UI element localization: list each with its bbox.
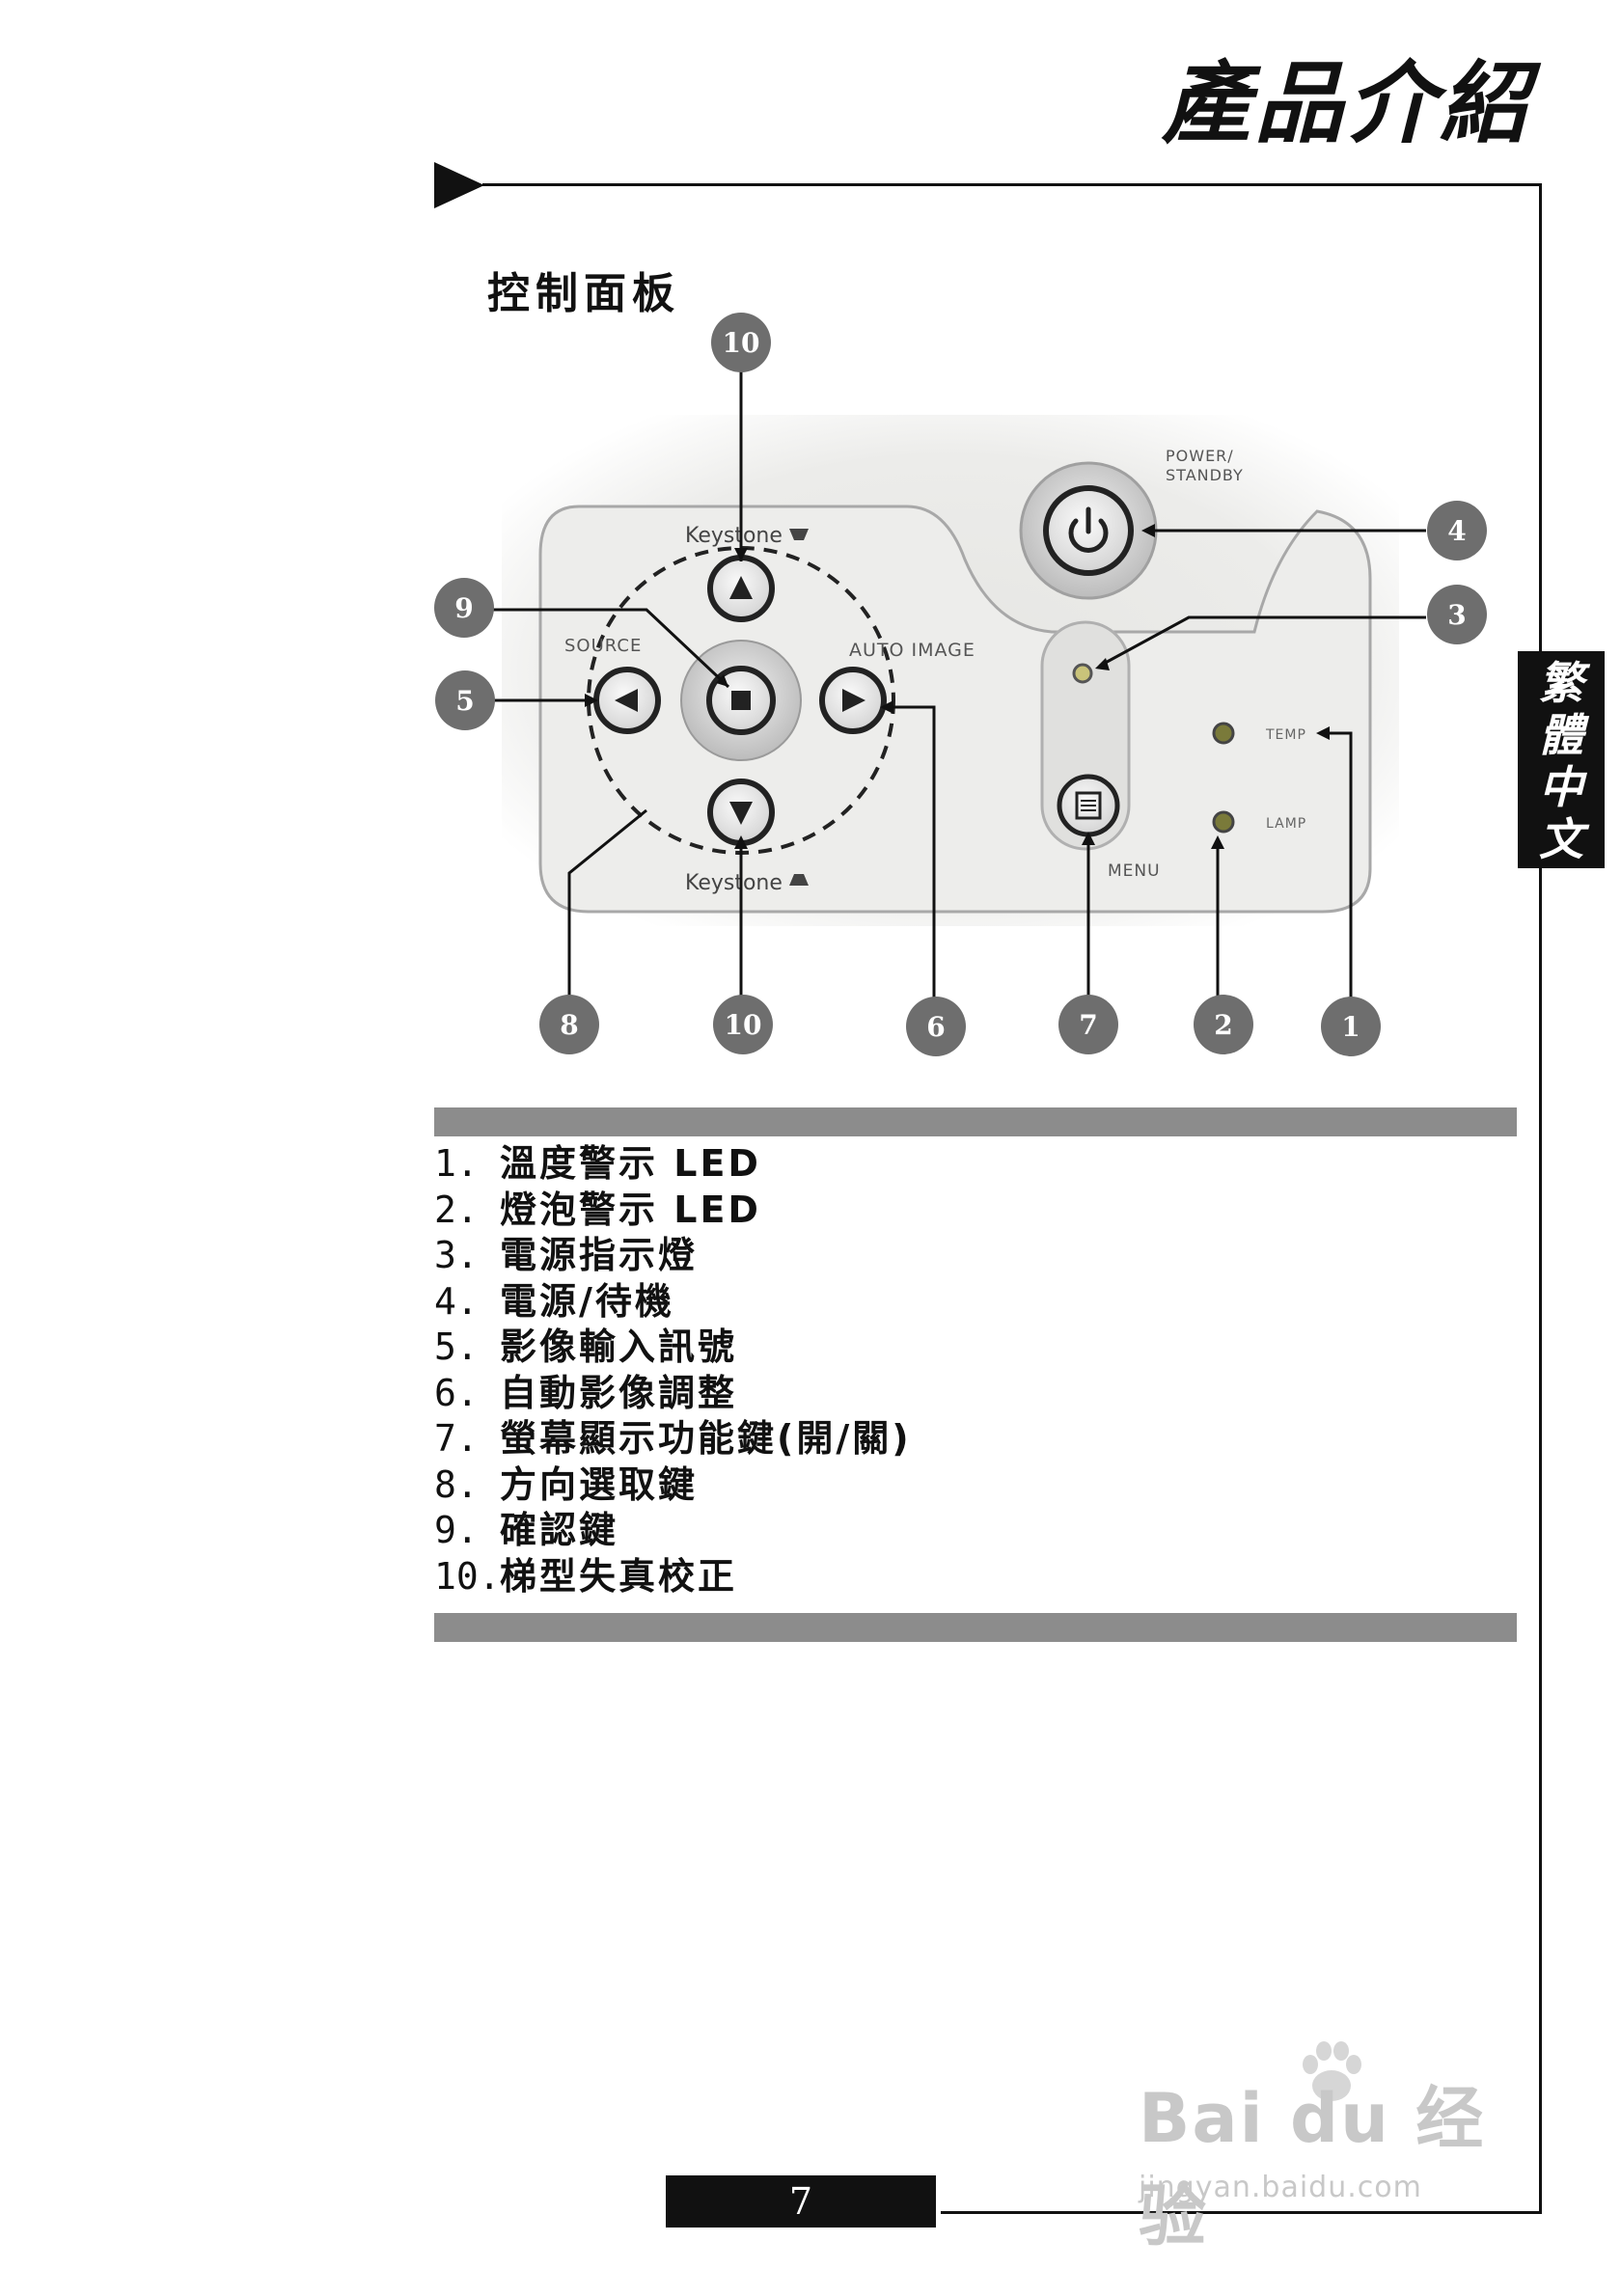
legend-item-text: 螢幕顯示功能鍵(開/關) (500, 1417, 912, 1460)
legend-item: 2.燈泡警示 LED (434, 1188, 912, 1234)
legend-item-text: 自動影像調整 (500, 1372, 737, 1414)
legend-list: 1.溫度警示 LED 2.燈泡警示 LED 3.電源指示燈 4.電源/待機 5.… (434, 1141, 912, 1599)
legend-item: 7.螢幕顯示功能鍵(開/關) (434, 1416, 912, 1462)
callout-10-top-label: 10 (723, 327, 760, 359)
legend-item-number: 3. (434, 1233, 500, 1279)
side-tab-char: 繁 (1518, 657, 1605, 709)
side-tab-char: 文 (1518, 813, 1605, 865)
legend-item: 10.梯型失真校正 (434, 1554, 912, 1600)
legend-item-number: 7. (434, 1416, 500, 1462)
source-label: SOURCE (564, 636, 642, 656)
callout-2-label: 2 (1214, 1009, 1232, 1041)
callout-10-bottom-label: 10 (725, 1009, 762, 1041)
watermark-text: Bai du 经验 (1139, 2064, 1525, 2259)
temp-led (1214, 724, 1233, 743)
callout-5-label: 5 (455, 685, 474, 717)
right-rule (1539, 183, 1542, 2214)
legend-item-number: 1. (434, 1141, 500, 1188)
legend-top-bar (434, 1107, 1517, 1136)
legend-item-text: 方向選取鍵 (500, 1463, 698, 1506)
control-panel-illustration: POWER/ STANDBY MENU TEMP LAMP Keystone K… (425, 309, 1515, 1080)
watermark: Bai du 经验 jingyan.baidu.com (1139, 2036, 1525, 2209)
language-side-tab: 繁 體 中 文 (1518, 651, 1605, 868)
legend-item-text: 溫度警示 LED (500, 1142, 761, 1185)
callout-8-label: 8 (560, 1009, 578, 1041)
legend-item-number: 4. (434, 1279, 500, 1326)
legend-item: 8.方向選取鍵 (434, 1462, 912, 1509)
page-number: 7 (666, 2175, 936, 2228)
header-rule (482, 183, 1542, 186)
legend-bottom-bar (434, 1613, 1517, 1642)
power-standby-label: POWER/ (1166, 447, 1234, 465)
legend-item: 1.溫度警示 LED (434, 1141, 912, 1188)
power-led (1074, 665, 1091, 682)
legend-item: 4.電源/待機 (434, 1279, 912, 1326)
side-tab-char: 體 (1518, 709, 1605, 761)
legend-item-number: 6. (434, 1371, 500, 1417)
menu-label: MENU (1108, 861, 1161, 881)
lamp-label: LAMP (1266, 816, 1306, 832)
keystone-bottom-label: Keystone (685, 871, 783, 895)
legend-item: 5.影像輸入訊號 (434, 1325, 912, 1371)
lamp-led (1214, 812, 1233, 832)
enter-icon (731, 691, 751, 710)
watermark-url: jingyan.baidu.com (1139, 2171, 1422, 2204)
legend-item-text: 梯型失真校正 (500, 1555, 737, 1598)
legend-item-text: 確認鍵 (500, 1509, 618, 1551)
legend-item-number: 5. (434, 1325, 500, 1371)
callout-6-label: 6 (926, 1011, 945, 1043)
legend-item-number: 2. (434, 1188, 500, 1234)
legend-item-text: 影像輸入訊號 (500, 1326, 737, 1368)
callout-3-label: 3 (1447, 599, 1466, 631)
callout-4-label: 4 (1447, 515, 1466, 547)
legend-item-text: 電源/待機 (500, 1280, 674, 1323)
page-header-title: 產品介紹 (1162, 60, 1532, 149)
legend-item-number: 10. (434, 1554, 500, 1600)
side-tab-char: 中 (1518, 761, 1605, 813)
legend-item: 6.自動影像調整 (434, 1371, 912, 1417)
header-arrow-icon (434, 162, 484, 208)
legend-item-text: 燈泡警示 LED (500, 1189, 761, 1231)
power-standby-label: STANDBY (1166, 466, 1244, 484)
callout-7-label: 7 (1079, 1009, 1097, 1041)
legend-item-number: 8. (434, 1462, 500, 1509)
keystone-top-label: Keystone (685, 524, 783, 548)
callout-9-label: 9 (454, 592, 473, 624)
temp-label: TEMP (1265, 727, 1306, 743)
callout-1-label: 1 (1341, 1011, 1360, 1043)
legend-item: 3.電源指示燈 (434, 1233, 912, 1279)
auto-image-label: AUTO IMAGE (849, 640, 975, 661)
legend-item: 9.確認鍵 (434, 1508, 912, 1554)
legend-item-text: 電源指示燈 (500, 1234, 698, 1276)
legend-item-number: 9. (434, 1508, 500, 1554)
